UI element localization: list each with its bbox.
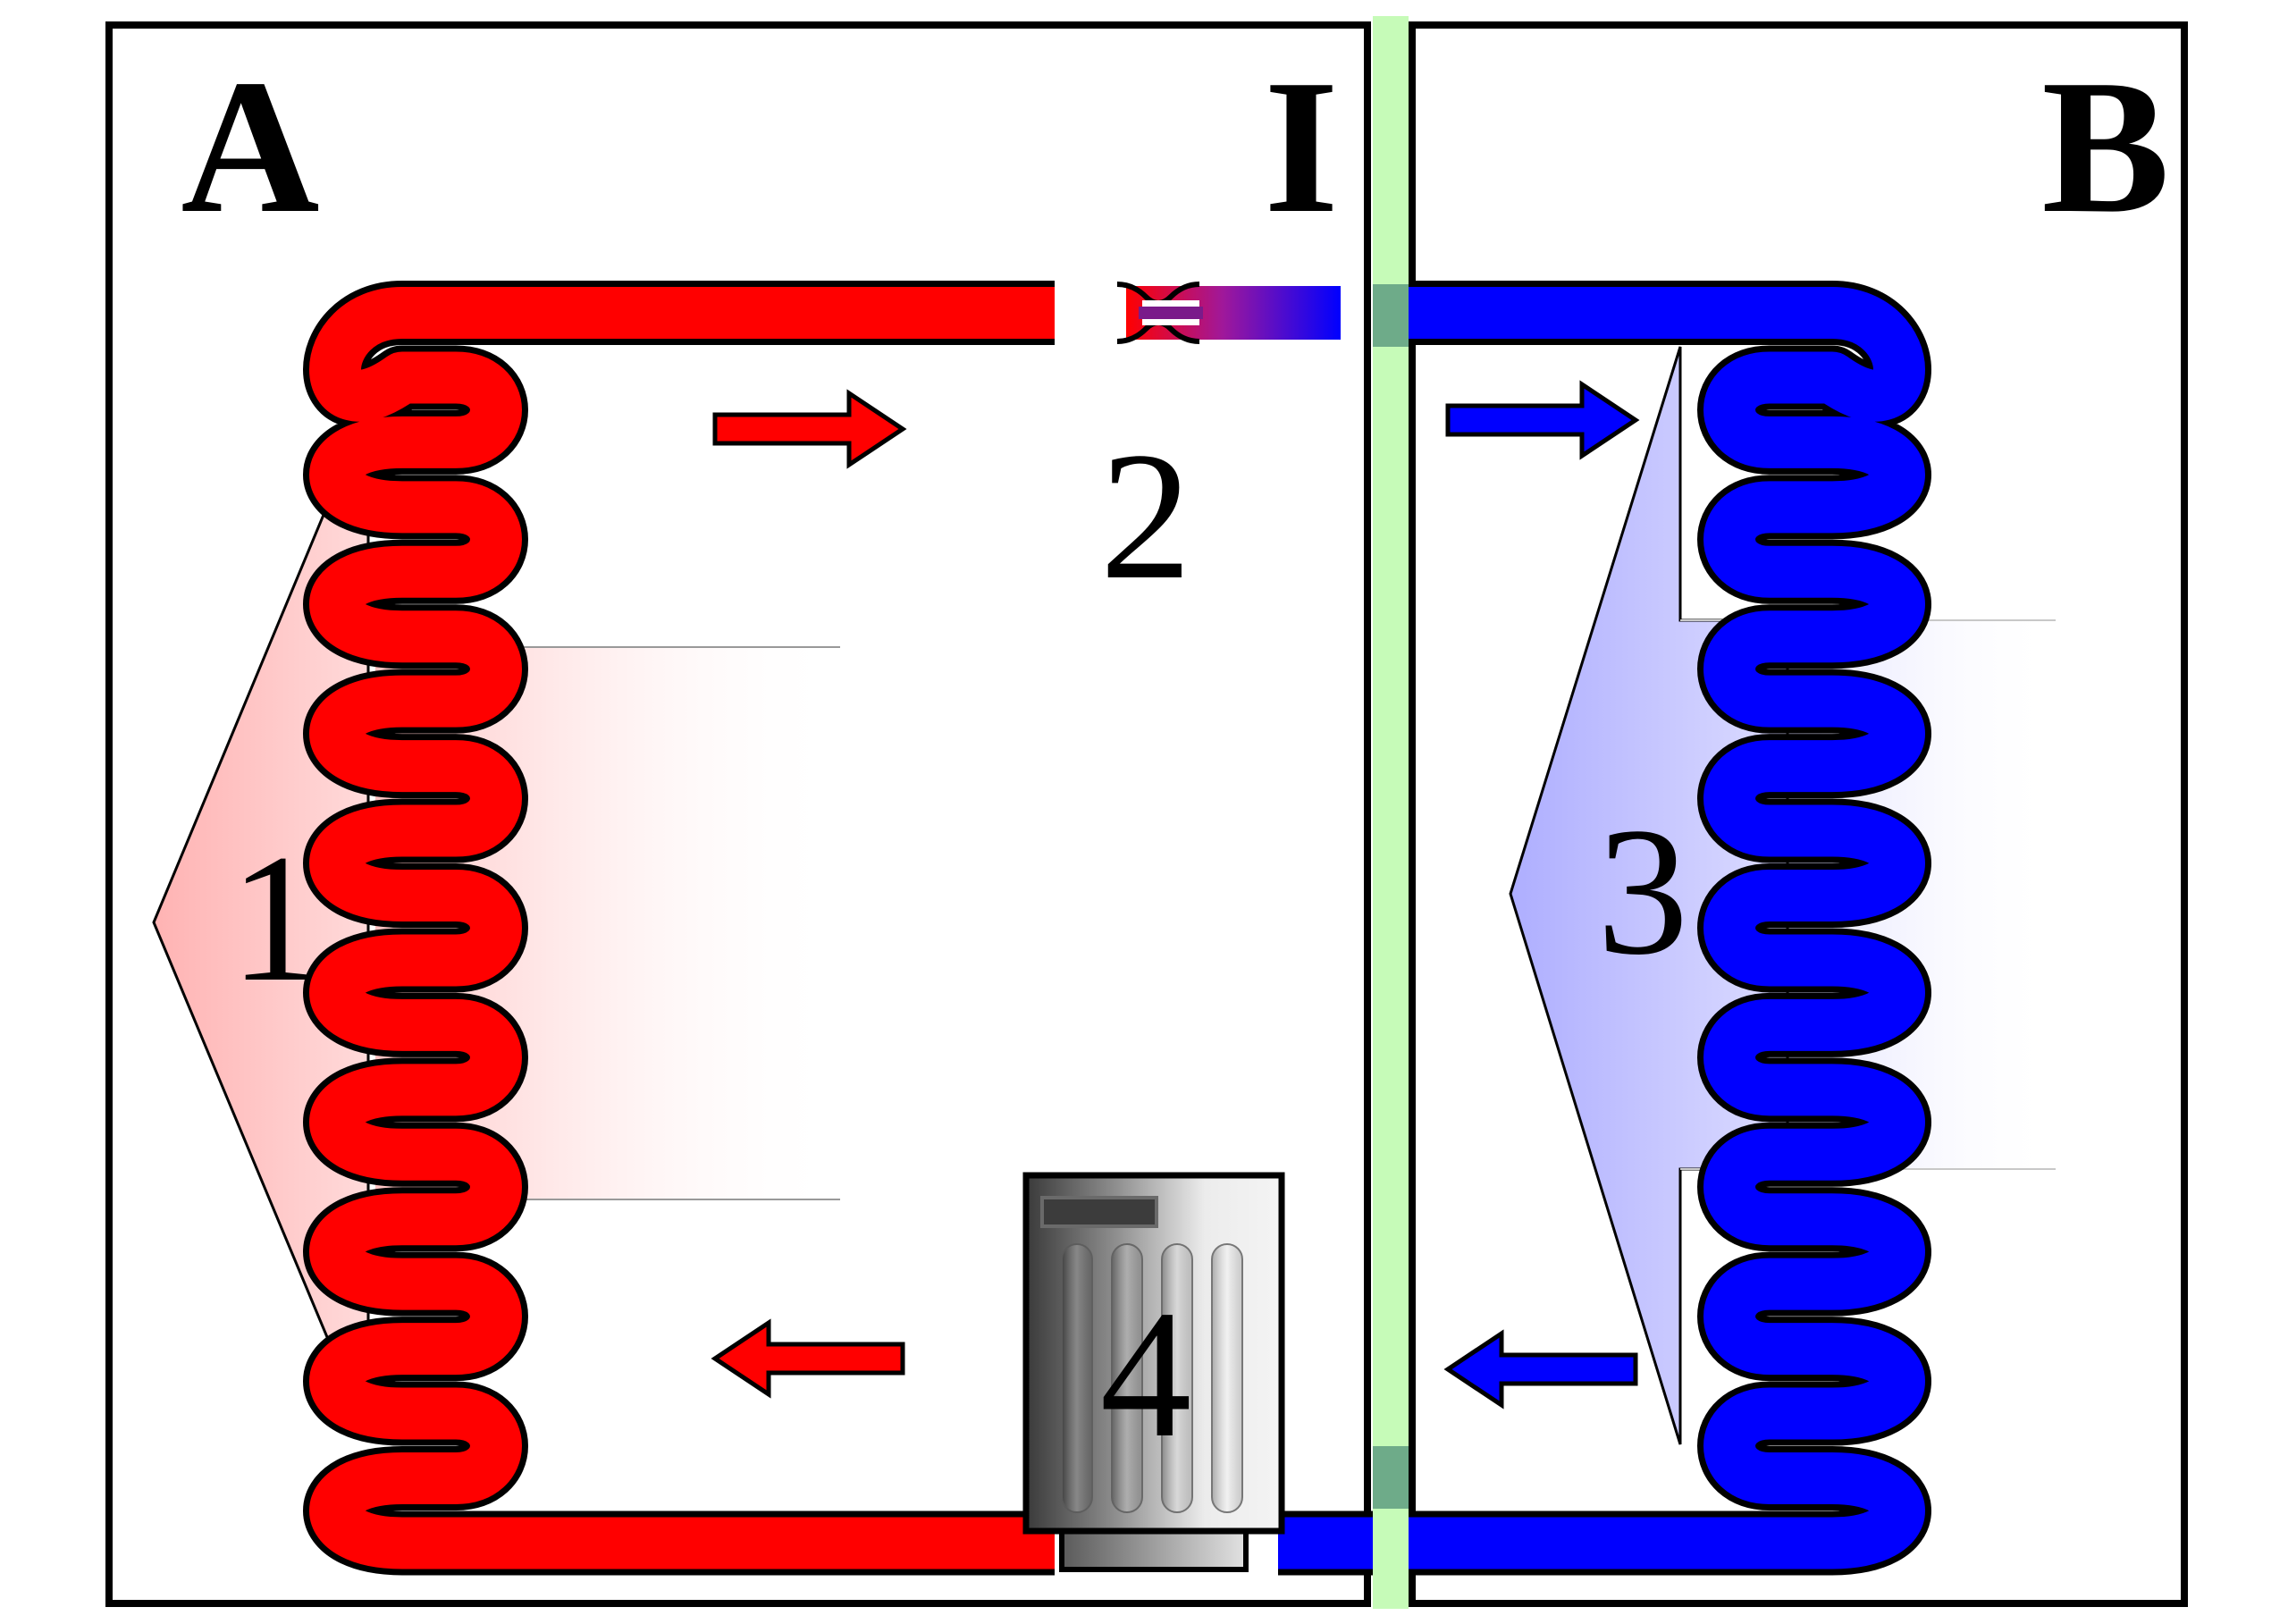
region-b-box [1409, 21, 2188, 1607]
label-part-3: 3 [1597, 790, 1689, 993]
hot-coil-condenser [309, 287, 1055, 1569]
refrigerant-piping [303, 281, 1931, 1576]
compressor-rib-4 [1211, 1243, 1243, 1513]
flow-arrow-cold-right-2 [1445, 380, 1640, 460]
label-part-1: 1 [230, 817, 322, 1020]
region-a-box [105, 21, 1371, 1607]
label-wall-i: I [1264, 39, 1339, 253]
compressor-label-plate [1040, 1196, 1158, 1228]
label-part-2: 2 [1100, 415, 1192, 618]
label-region-a: A [181, 39, 319, 253]
compressor-base [1059, 1526, 1249, 1572]
insulating-wall [1373, 16, 1409, 1609]
compressor-ribs [1061, 1243, 1243, 1513]
wall-pipe-crossing-top [1373, 284, 1409, 347]
flow-arrow-hot-left-3 [711, 1318, 905, 1399]
compressor [1022, 1172, 1285, 1572]
cold-coil-evaporator [1278, 287, 1925, 1569]
compressor-rib-3 [1161, 1243, 1193, 1513]
wall-pipe-crossing-bottom [1373, 1446, 1409, 1509]
compressor-rib-1 [1061, 1243, 1093, 1513]
flow-arrows [711, 380, 1640, 1409]
flow-arrow-cold-left-4 [1443, 1329, 1638, 1409]
flow-arrow-hot-right-1 [712, 389, 907, 469]
label-part-4: 4 [1100, 1273, 1192, 1476]
label-region-b: B [2041, 39, 2169, 253]
compressor-rib-2 [1111, 1243, 1143, 1513]
